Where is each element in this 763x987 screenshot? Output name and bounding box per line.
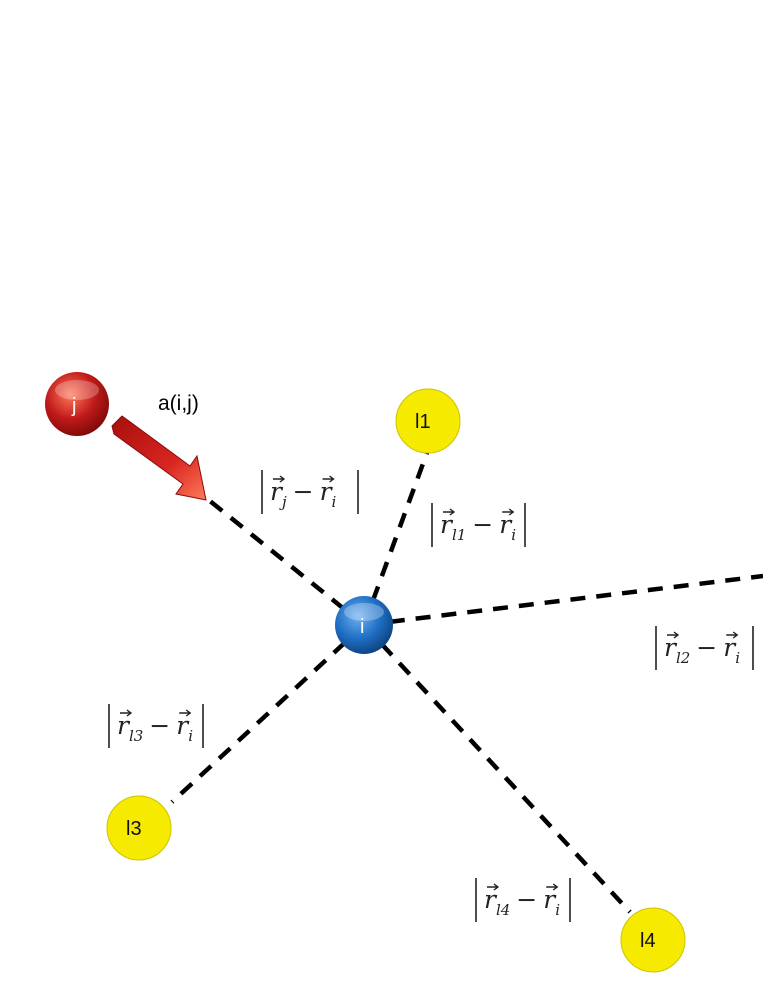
vector-arrow-icon — [322, 475, 335, 483]
node-l3: l3 — [106, 795, 172, 861]
svg-text:rl3−ri: rl3−ri — [117, 711, 193, 745]
node-j: j — [45, 372, 109, 436]
node-i: i — [335, 596, 393, 654]
line-i-j — [203, 495, 366, 627]
line-i-l4 — [362, 623, 632, 914]
line-i-l2 — [363, 573, 763, 628]
node-j-label: j — [71, 395, 76, 417]
node-l1-label: l1 — [415, 411, 431, 433]
node-l4-label: l4 — [640, 930, 656, 952]
force-arrow-shape — [111, 415, 207, 501]
vector-arrow-icon — [726, 631, 739, 639]
vector-arrow-icon — [120, 709, 133, 717]
line-i-l1 — [361, 449, 431, 626]
distance-label-l2: rl2−ri — [655, 626, 754, 670]
node-l3-label: l3 — [126, 818, 142, 840]
node-l1: l1 — [395, 388, 461, 454]
node-l4: l4 — [620, 907, 686, 973]
vector-arrow-icon — [502, 508, 515, 516]
distance-label-l4: rl4−ri — [475, 878, 571, 922]
arrow-label: a(i,j) — [158, 392, 199, 415]
svg-text:rl2−ri: rl2−ri — [664, 633, 740, 667]
node-i-label: i — [360, 616, 364, 638]
vector-arrow-icon — [487, 883, 500, 891]
force-arrow: a(i,j) — [111, 392, 207, 501]
vector-arrow-icon — [443, 508, 456, 516]
vector-arrow-icon — [273, 475, 286, 483]
svg-text:rj−ri: rj−ri — [270, 477, 337, 511]
svg-text:rl4−ri: rl4−ri — [484, 885, 560, 919]
distance-label-l3: rl3−ri — [108, 704, 204, 748]
vector-arrow-icon — [667, 631, 680, 639]
distance-label-j: rj−ri — [261, 470, 359, 514]
svg-text:rl1−ri: rl1−ri — [440, 510, 516, 544]
distance-label-l1: rl1−ri — [431, 503, 526, 547]
line-i-l3 — [170, 623, 366, 804]
connection-lines — [170, 449, 763, 914]
vector-arrow-icon — [179, 709, 192, 717]
vector-arrow-icon — [546, 883, 559, 891]
